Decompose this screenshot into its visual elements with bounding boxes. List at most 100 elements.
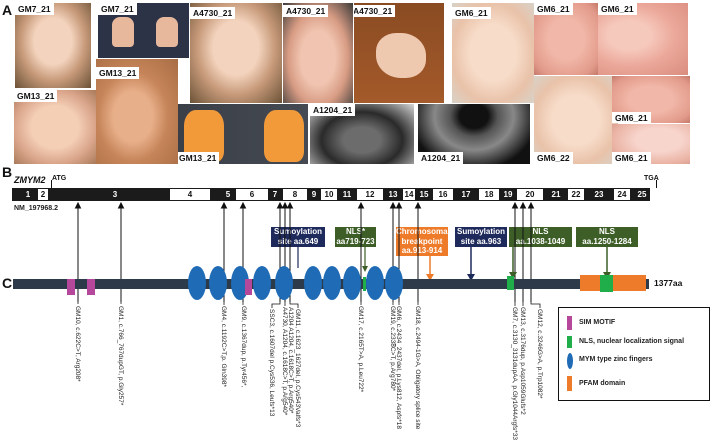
photo-gm13-hands: GM13_21 [178,104,308,164]
sim-motif-swatch [567,316,572,330]
sumo2-arrowhead [467,274,475,281]
legend: SIM MOTIF NLS, nuclear localization sign… [558,307,710,401]
legend-label: MYM type zinc fingers [579,356,653,363]
photo-label: GM7_21 [98,3,137,15]
exon-12: 12 [357,189,383,200]
photo-gm6-hand: GM6_21 [534,3,598,75]
photo-label: GM13_21 [178,152,220,164]
zinc-finger [209,266,227,300]
exon-17: 17 [461,190,471,199]
zinc-finger-swatch [567,353,573,369]
legend-label: NLS, nuclear localization signal [579,338,685,345]
photo-label: GM6_21 [612,112,651,123]
photo-label: GM13_21 [96,67,140,79]
arrowhead [220,201,228,209]
exon-13: 13 [388,190,398,199]
exon-25: 25 [637,190,647,199]
exon-9: 9 [311,190,317,199]
arrowhead [239,201,247,209]
stop-codon-label: TGA [644,175,659,182]
variant-label: GM7, c.3130_3131dupAA, p.Gly1044Argfs*33 [511,307,518,440]
variant-label: SSC3, c.1607del p.Cys536, Leufs*13 [268,309,275,417]
exon-19: 19 [503,190,513,199]
panel-a-letter: A [2,2,13,18]
exon-21: 21 [551,190,561,199]
photo-gm6-face: GM6_21 [452,3,534,103]
exon-14: 14 [403,189,415,200]
sumoylation-site-963-box: Sumoylation site aa.963 [455,227,507,247]
panel-c-letter: C [2,275,13,291]
exon-16: 16 [433,189,453,200]
nls-1038-1049-box: NLS aa.1038-1049 [509,227,572,247]
zinc-finger [323,266,341,300]
variant-label: GM4, c.1192C>T,p. Gln398* [220,306,227,387]
legend-label: SIM MOTIF [579,319,616,326]
photo-a4730-face: A4730_21 [190,3,282,103]
gene-name: ZMYM2 [14,175,46,185]
photo-label: GM6_22 [534,152,573,164]
nls-3 [600,275,613,292]
variant-label: GM17, c.2165T>A, p.Leu722* [357,306,364,393]
arrowhead [519,201,527,209]
box-line: NLS [532,227,549,236]
hand-right [156,17,178,47]
photo-a4730-hands: A4730_21 [354,3,444,103]
protein-length-label: 1377aa [654,278,683,288]
zinc-finger [366,266,384,300]
transcript-label: NM_197968.2 [14,205,58,212]
variant-label: GM10, c.622C>T, Arg208* [74,306,81,382]
variant-label: GM12, c.3246G>A, p.Trp1082* [536,309,543,399]
exon-24: 24 [614,189,630,200]
zinc-finger [304,266,322,300]
arrowhead [395,201,403,209]
nls-2 [507,276,514,290]
variant-label: GM9, c.1367dup, p.Tyr456*, [240,306,247,388]
variant-label: GM13, c.3176dup, p.Asp1059Glufs*2 [519,307,526,415]
arrowhead [117,201,125,209]
hand [376,33,426,78]
variant-label: A4730, A1204, c.1618C>T, p.Arg540* [281,307,288,416]
photo-gm6-finger: GM6_21 [598,3,688,75]
photo-a1204-ultrasound-1: A1204_21 [310,104,414,164]
arrowhead [276,201,284,209]
legend-label: PFAM domain [579,380,626,387]
arrowhead [357,201,365,209]
leader [271,300,281,308]
arrowhead [74,201,82,209]
photo-label: A4730_21 [283,5,329,17]
photo-label: A1204_21 [310,104,356,116]
box-line: aa.1250-1284 [582,236,632,246]
leader [289,300,299,308]
box-line: Sumoylation [273,227,322,236]
photo-label: GM7_21 [15,3,54,15]
arrowhead [527,201,535,209]
nls-1250-1284-box: NLS aa.1250-1284 [576,227,638,247]
hand-right [264,110,304,162]
panel-b-letter: B [2,164,13,180]
variant-leaders [77,290,541,308]
exon-3: 3 [112,190,118,199]
nls-719-723-box: NLS* aa719-723 [335,227,376,247]
photo-label: A4730_21 [354,5,396,17]
photo-gm6-foot-2: GM6_21 [612,124,690,164]
zinc-finger [385,266,403,300]
variant-label: GM19, c.2338C>T, p.Arg780* [389,306,396,392]
box-line: aa.1038-1049 [515,236,566,246]
variant-label: GM1, c.766_767dupGT, p.Gly257* [117,306,124,406]
photo-gm13-face: GM13_21 [14,90,96,164]
variant-label: GM18, c.2494-1G>A, Obligatory splice sit… [414,306,421,430]
exon-11: 11 [342,190,352,199]
photo-label: GM6_21 [612,152,651,164]
start-codon-tick [51,180,52,188]
sim-motif-2 [87,279,95,295]
variant-label: GM11, c.1623_1627del, p.Cys543Valfs*3 [294,309,301,428]
exon-23: 23 [594,190,604,199]
zinc-finger [275,266,293,300]
exon-20: 20 [517,189,543,200]
annotation-arrows [297,247,611,281]
box-line: Chromosomal [396,227,450,236]
exon-7: 7 [272,190,278,199]
leader [530,290,541,308]
exon-2: 2 [38,189,48,200]
